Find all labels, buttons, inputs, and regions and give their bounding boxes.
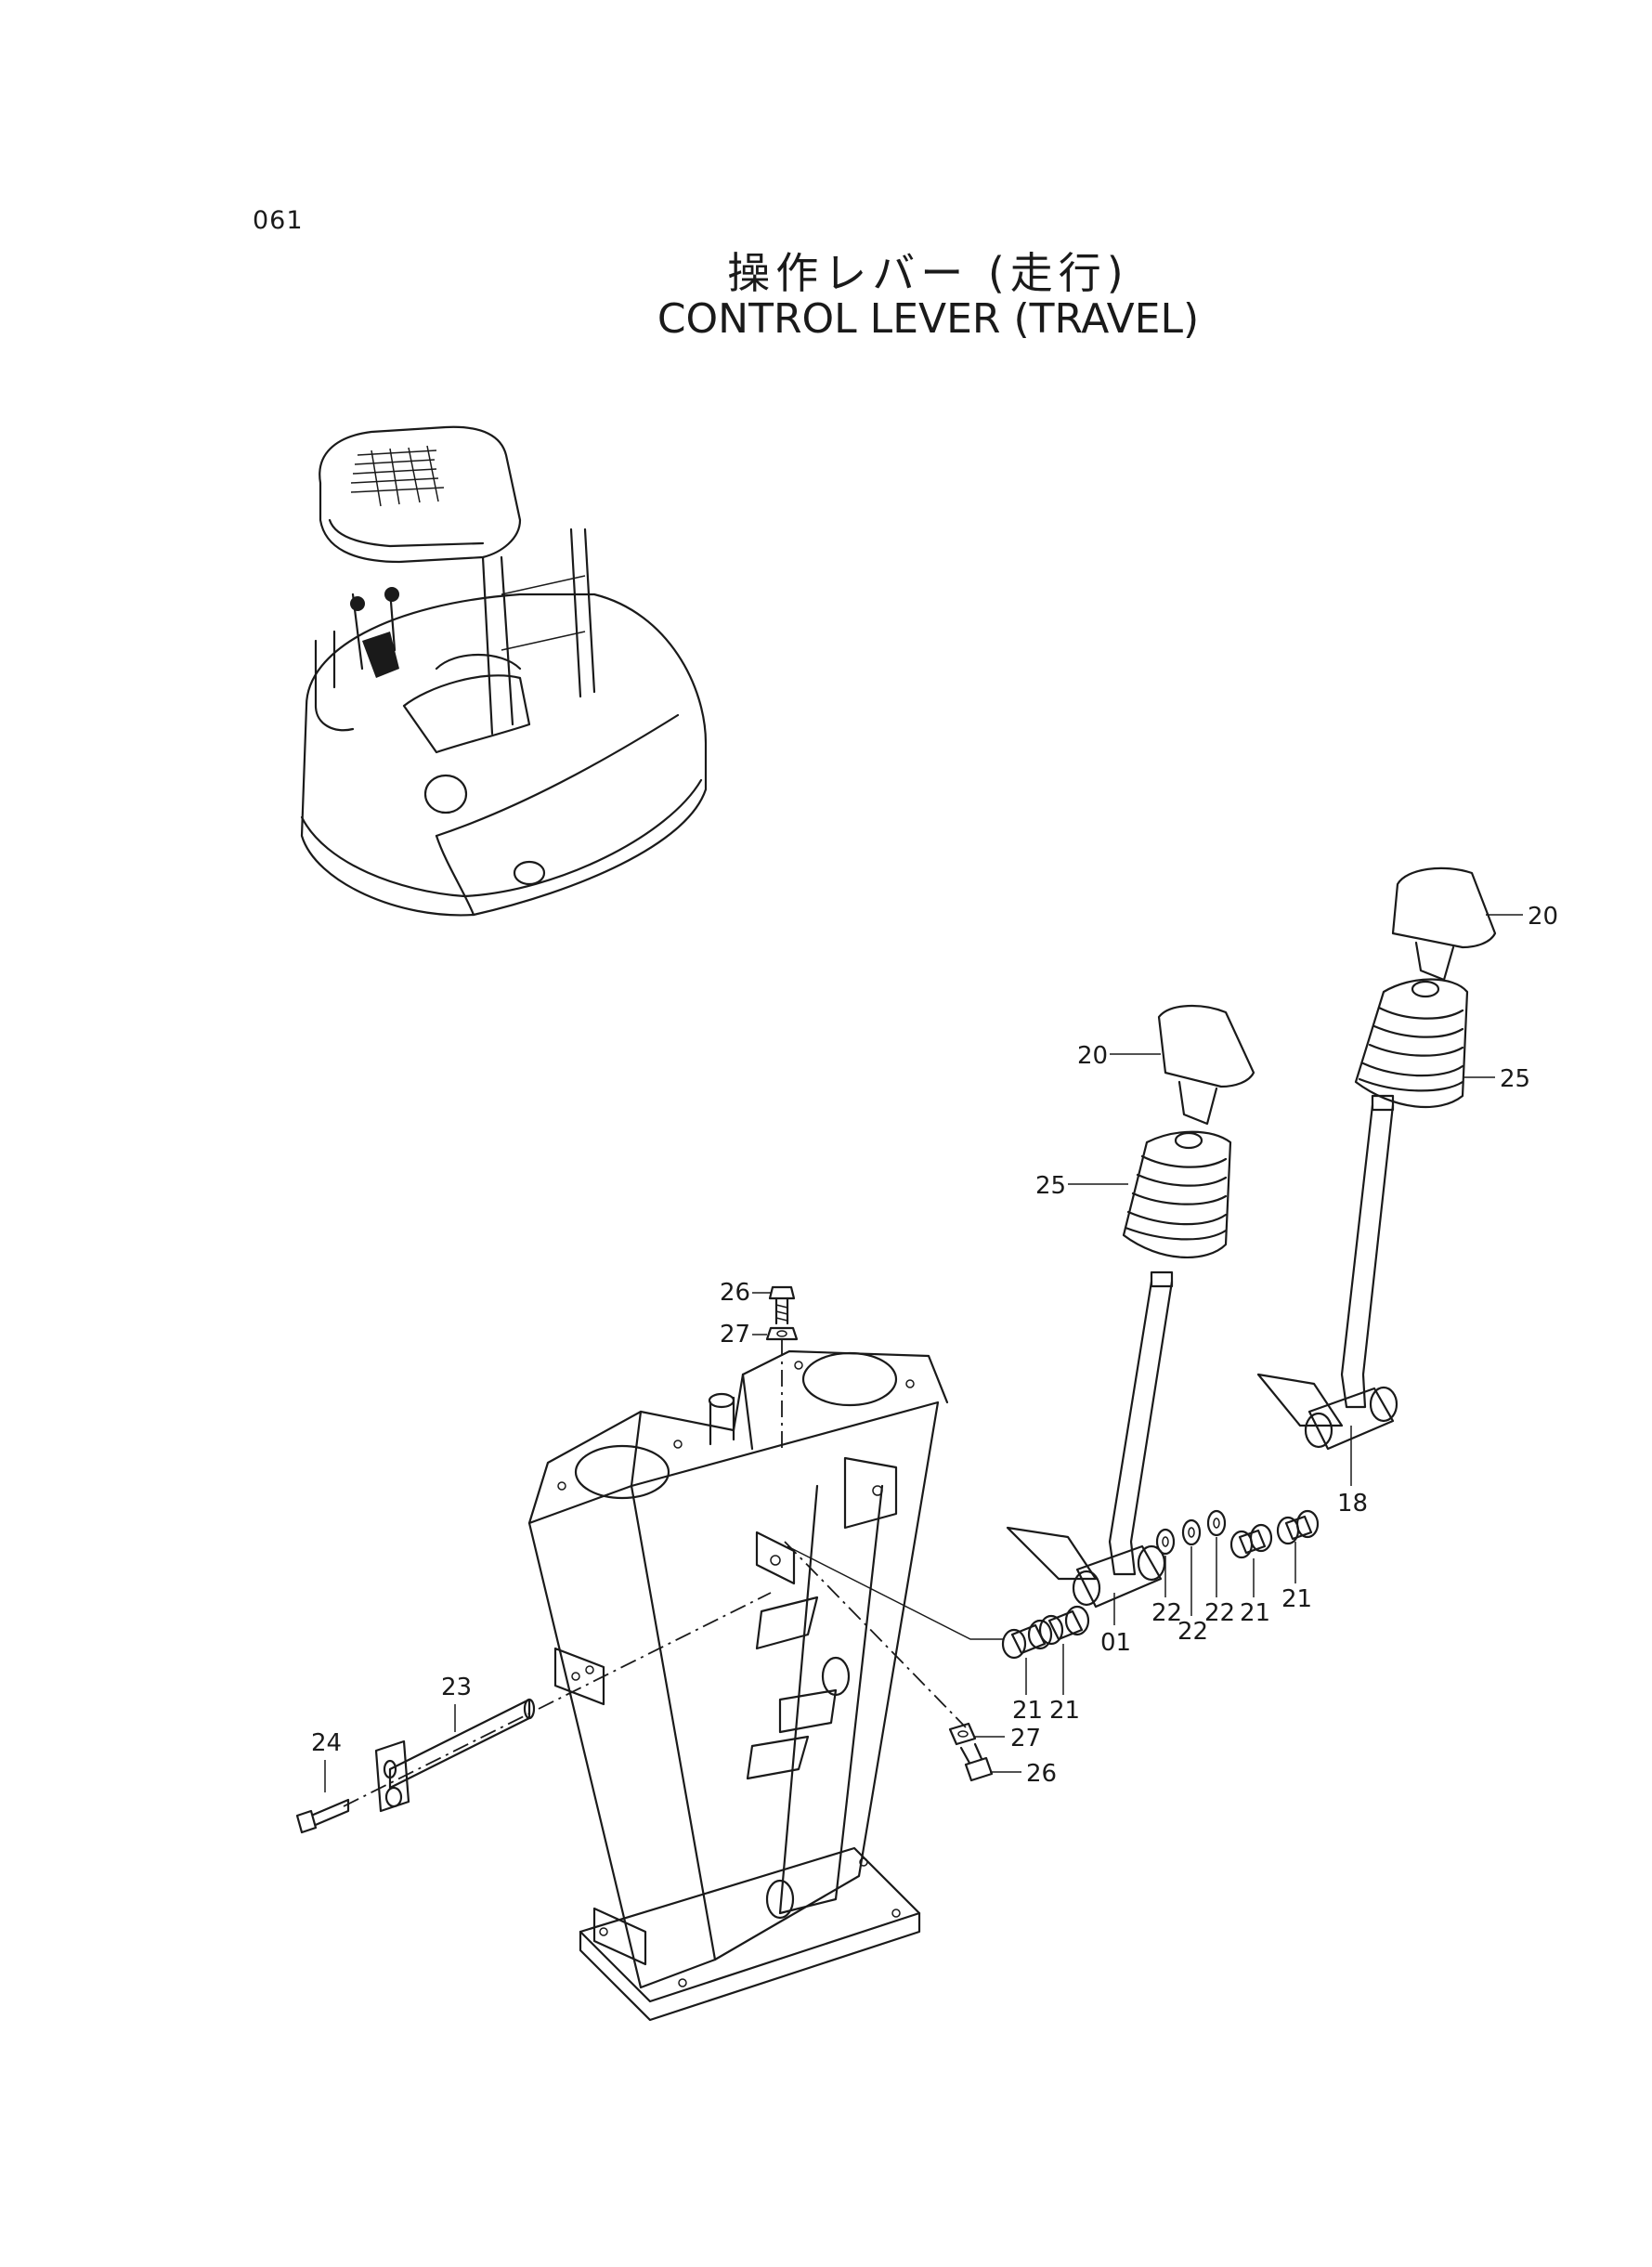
callout-20-left: 20 xyxy=(1077,1042,1108,1070)
callout-22-c: 22 xyxy=(1204,1599,1235,1627)
bolt-26-bottom xyxy=(959,1742,994,1782)
callout-27-bottom: 27 xyxy=(1010,1725,1041,1752)
travel-lever-01 xyxy=(1006,1270,1174,1609)
nut-27-bottom xyxy=(948,1722,977,1746)
lever-knob-20-left xyxy=(1157,1005,1255,1126)
lever-stand-pedestal xyxy=(527,1349,949,2022)
callout-18: 18 xyxy=(1337,1490,1368,1518)
callout-27-top: 27 xyxy=(720,1321,750,1348)
pivot-shaft-23 xyxy=(374,1698,536,1813)
bolt-24 xyxy=(295,1798,350,1834)
machine-overview-illustration xyxy=(300,425,708,917)
callout-22-b: 22 xyxy=(1177,1618,1208,1646)
callout-23: 23 xyxy=(441,1674,472,1701)
callout-21-c: 21 xyxy=(1240,1599,1270,1627)
callout-21-b: 21 xyxy=(1049,1697,1080,1725)
callout-22-a: 22 xyxy=(1151,1599,1182,1627)
callout-21-a: 21 xyxy=(1012,1697,1043,1725)
callout-26-bottom: 26 xyxy=(1026,1760,1057,1788)
title-english: CONTROL LEVER (TRAVEL) xyxy=(657,295,1200,343)
callout-25-left: 25 xyxy=(1035,1172,1066,1200)
callout-26-top: 26 xyxy=(720,1279,750,1307)
bushing-21-group xyxy=(1001,1509,1320,1660)
callout-24: 24 xyxy=(311,1729,342,1757)
callout-25-right: 25 xyxy=(1500,1065,1530,1093)
callout-21-d: 21 xyxy=(1281,1585,1312,1613)
lever-boot-25-left xyxy=(1122,1130,1232,1258)
leader-lines xyxy=(324,914,1523,1792)
callout-20-right: 20 xyxy=(1528,903,1558,931)
page-number: 061 xyxy=(253,206,304,235)
title-japanese: 操作レバー (走行) xyxy=(727,248,1129,298)
callout-01: 01 xyxy=(1100,1629,1131,1657)
callout-labels: 20 20 25 25 26 27 27 26 18 01 21 21 21 2… xyxy=(311,903,1558,1788)
bolt-26-top xyxy=(768,1285,796,1325)
assembly-lines xyxy=(343,1339,1003,1807)
lever-knob-20-right xyxy=(1391,866,1497,982)
lever-boot-25-right xyxy=(1354,978,1469,1109)
travel-lever-18 xyxy=(1256,1094,1398,1451)
nut-27-top xyxy=(765,1326,799,1341)
washer-22-group xyxy=(1155,1509,1227,1556)
